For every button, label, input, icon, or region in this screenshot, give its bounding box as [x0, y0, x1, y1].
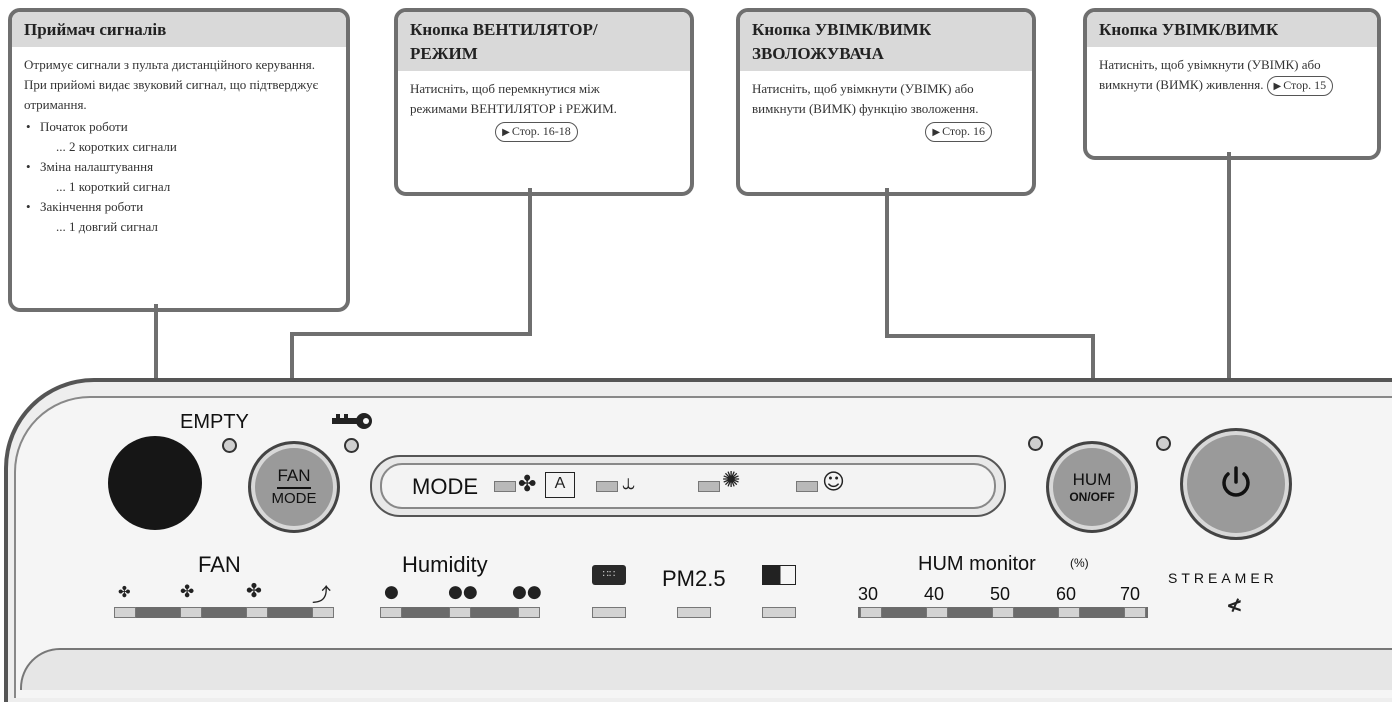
- callout-fan-mode: Кнопка ВЕНТИЛЯТОР/ РЕЖИМ Натисніть, щоб …: [394, 8, 694, 196]
- fan-icon: ✤: [180, 582, 195, 602]
- power-button[interactable]: [1180, 428, 1292, 540]
- humidity-label: Humidity: [402, 552, 488, 577]
- beep-list: Початок роботи ... 2 коротких сигнали Зм…: [24, 117, 334, 237]
- signal-receiver-sensor: [108, 436, 202, 530]
- empty-indicator-led: [222, 438, 237, 453]
- callout-title: Приймач сигналів: [12, 12, 346, 47]
- fan-level-cell: [246, 607, 268, 618]
- list-item: Зміна налаштування: [26, 157, 334, 177]
- humidity-level-cell: [449, 607, 471, 618]
- auto-icon: A: [545, 472, 575, 498]
- pm25-label: PM2.5: [662, 566, 726, 591]
- odor-icon: [762, 565, 796, 585]
- turbo-icon: ⤴: [312, 584, 332, 606]
- fan-icon: ✤: [246, 580, 262, 602]
- turbo-icon: ⥿: [622, 470, 635, 495]
- hum-led: [1028, 436, 1043, 451]
- callout-text: Натисніть, щоб перемкнутися між режимами…: [410, 81, 617, 116]
- leader-line: [528, 188, 532, 336]
- leader-line: [1227, 152, 1231, 438]
- callout-power: Кнопка УВІМК/ВИМК Натисніть, щоб увімкну…: [1083, 8, 1381, 160]
- list-item-detail: ... 1 короткий сигнал: [56, 179, 171, 194]
- fan-level-label: FAN: [198, 552, 241, 577]
- fan-level-track: [114, 607, 334, 618]
- leader-line: [885, 188, 889, 338]
- pm25-level-cell: [677, 607, 711, 618]
- list-item-detail: ... 1 довгий сигнал: [56, 219, 158, 234]
- hum-button-top: HUM: [1072, 470, 1112, 489]
- power-led: [1156, 436, 1171, 451]
- fan-mode-button[interactable]: FAN MODE: [248, 441, 340, 533]
- fan-icon: ✤: [118, 583, 131, 601]
- hum-button-bottom: ON/OFF: [1069, 490, 1115, 504]
- droplet-icon: ●: [384, 582, 399, 602]
- list-item: Закінчення роботи: [26, 197, 334, 217]
- mode-indicator: [494, 481, 516, 492]
- page-reference: ▶Стор. 16: [925, 122, 992, 142]
- hum-monitor-cell: [926, 607, 948, 618]
- hum-monitor-cell: [992, 607, 1014, 618]
- key-icon: [330, 410, 374, 432]
- callout-title: Кнопка УВІМК/ВИМК: [1087, 12, 1377, 47]
- panel-lower-edge: [20, 648, 1392, 690]
- callout-title-line: Кнопка ВЕНТИЛЯТОР/: [410, 20, 598, 39]
- hum-scale-tick: 40: [924, 584, 945, 604]
- page-reference: ▶Стор. 15: [1266, 76, 1334, 96]
- hum-monitor-cell: [1124, 607, 1146, 618]
- odor-level-cell: [762, 607, 796, 618]
- mode-indicator: [596, 481, 618, 492]
- callout-title-line: РЕЖИМ: [410, 44, 478, 63]
- fan-mode-button-bottom: MODE: [271, 490, 317, 507]
- economy-icon: ☺: [822, 470, 845, 495]
- fan-mode-button-top: FAN: [277, 466, 311, 485]
- hum-scale-tick: 50: [990, 584, 1011, 604]
- hum-scale-tick: 70: [1120, 584, 1141, 604]
- power-icon: [1216, 462, 1256, 506]
- hum-monitor-label: HUM monitor: [918, 553, 1036, 575]
- callout-title-line: ЗВОЛОЖУВАЧА: [752, 44, 884, 63]
- droplet-icon: ●●: [448, 582, 478, 602]
- hum-scale-tick: 60: [1056, 584, 1077, 604]
- hum-monitor-unit: (%): [1070, 556, 1089, 570]
- leader-line: [885, 334, 1095, 338]
- streamer-label: STREAMER: [1168, 570, 1278, 586]
- callout-text: Отримує сигнали з пульта дистанційного к…: [24, 57, 319, 112]
- fan-level-cell: [180, 607, 202, 618]
- mode-indicator: [698, 481, 720, 492]
- leader-line: [154, 304, 158, 440]
- dust-level-cell: [592, 607, 626, 618]
- fan-level-cell: [114, 607, 136, 618]
- mode-indicator: [796, 481, 818, 492]
- leader-line: [290, 332, 532, 336]
- empty-label: EMPTY: [180, 411, 249, 433]
- list-item-detail: ... 2 коротких сигнали: [56, 139, 177, 154]
- hum-monitor-cell: [860, 607, 882, 618]
- callout-text: Натисніть, щоб увімкнути (УВІМК) або вим…: [752, 81, 979, 116]
- streamer-icon: ≮: [1226, 593, 1243, 617]
- callout-title-line: Кнопка УВІМК/ВИМК: [752, 20, 932, 39]
- callout-signal-receiver: Приймач сигналів Отримує сигнали з пульт…: [8, 8, 350, 312]
- hum-onoff-button[interactable]: HUM ON/OFF: [1046, 441, 1138, 533]
- child-lock-led: [344, 438, 359, 453]
- humidity-level-cell: [380, 607, 402, 618]
- page-reference: ▶Стор. 16-18: [495, 122, 578, 142]
- mode-label: MODE: [412, 474, 478, 499]
- list-item: Початок роботи: [26, 117, 334, 137]
- callout-text: Натисніть, щоб увімкнути (УВІМК) або вим…: [1099, 57, 1321, 92]
- pollen-icon: ✺: [722, 468, 741, 493]
- fan-level-cell: [312, 607, 334, 618]
- dust-icon: ∷∷: [592, 565, 626, 585]
- humidity-level-cell: [518, 607, 540, 618]
- hum-monitor-cell: [1058, 607, 1080, 618]
- fan-icon: ✤: [518, 472, 537, 497]
- callout-hum-onoff: Кнопка УВІМК/ВИМК ЗВОЛОЖУВАЧА Натисніть,…: [736, 8, 1036, 196]
- droplet-icon: ●●: [512, 582, 542, 602]
- hum-scale-tick: 30: [858, 584, 879, 604]
